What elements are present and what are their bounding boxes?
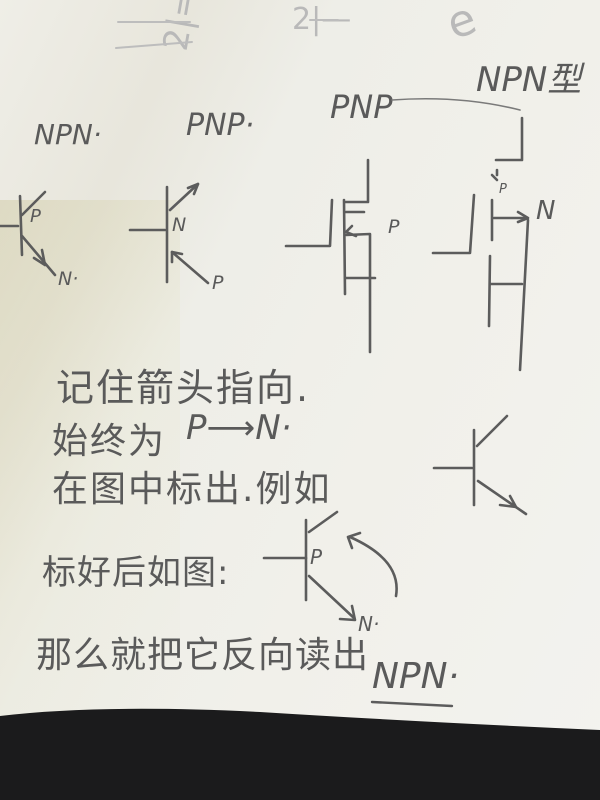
- label-npn-type: NPN型: [476, 60, 582, 100]
- note-line-5-answer: NPN·: [372, 656, 460, 697]
- d4-channel-label: N: [536, 196, 556, 226]
- d2-emitter-label: P: [212, 272, 224, 294]
- d1-emitter-label: N·: [58, 268, 79, 290]
- note-line-2-formula: P⟶N·: [186, 408, 292, 448]
- d3-channel-label: P: [388, 216, 400, 238]
- note-line-1: 记住箭头指向.: [56, 366, 311, 410]
- note-line-4-emitter: N·: [358, 612, 380, 636]
- label-npn-1: NPN·: [34, 118, 102, 151]
- label-pnp-2: PNP: [330, 88, 393, 126]
- labeled-transistor: [262, 510, 398, 622]
- note-line-4-base: P: [310, 545, 323, 569]
- p-channel-fet: [284, 158, 377, 354]
- d2-base-label: N: [172, 214, 187, 236]
- d1-base-label: P: [30, 206, 41, 227]
- d4-region-label: P: [499, 182, 507, 197]
- example-transistor: [432, 414, 528, 516]
- pnp-symbol-1: [128, 182, 210, 285]
- npn-symbol-1: [0, 190, 57, 277]
- note-line-2: 始终为: [52, 421, 167, 462]
- note-line-5: 那么就把它反向读出: [36, 635, 370, 676]
- label-pnp-1: PNP·: [186, 108, 255, 143]
- note-line-4: 标好后如图:: [42, 553, 230, 593]
- paper-shadow: [0, 200, 180, 720]
- note-line-3: 在图中标出.例如: [52, 469, 332, 510]
- n-channel-fet: [431, 116, 530, 372]
